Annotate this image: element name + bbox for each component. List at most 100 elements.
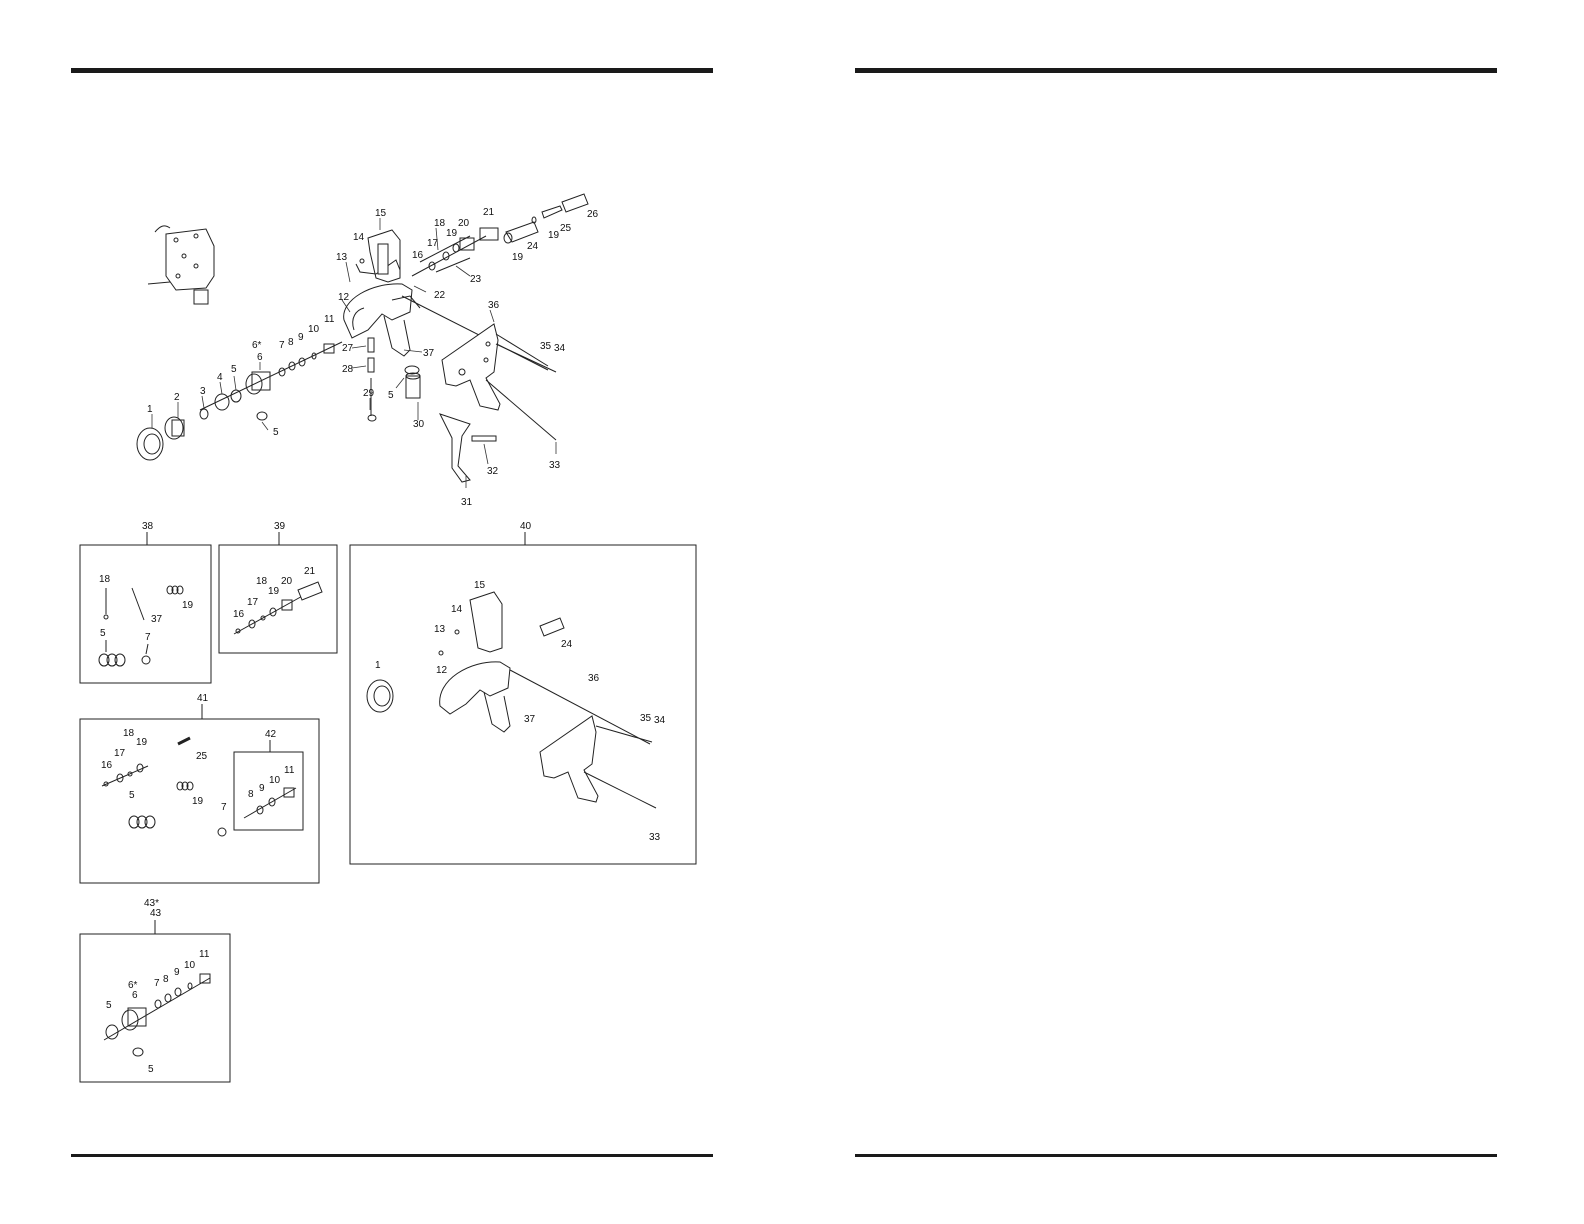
kit-39-callout-19: 19 [268,586,280,597]
callout-29: 29 [363,388,375,399]
kit-42-callout-10: 10 [269,775,281,786]
callout-4: 4 [217,372,223,383]
callout-32: 32 [487,466,499,477]
kit-41-callout-18: 18 [123,728,135,739]
kit-43: 43* 43 5 5 6* 6 7 8 9 10 11 [80,898,230,1082]
kit-41-callout-25: 25 [196,751,208,762]
kit-40-callout-33: 33 [649,832,661,843]
kit-43-title: 43 [150,908,162,919]
kit-41-callout-19a: 19 [136,737,148,748]
callout-24: 24 [527,241,539,252]
callout-35: 35 [540,341,552,352]
kit-40-callout-24: 24 [561,639,573,650]
kit-42-callout-9: 9 [259,783,265,794]
callout-14: 14 [353,232,365,243]
kit-41-callout-19b: 19 [192,796,204,807]
callout-21: 21 [483,207,495,218]
kit-43-callout-11: 11 [199,949,210,960]
callout-36: 36 [488,300,500,311]
callout-28: 28 [342,364,354,375]
kit-40-title: 40 [520,521,532,532]
kit-40-callout-35: 35 [640,713,652,724]
kit-38-callout-5: 5 [100,628,106,639]
callout-37: 37 [423,348,435,359]
kit-40-callout-34: 34 [654,715,666,726]
kit-38-callout-7: 7 [145,632,151,643]
kit-40-callout-14: 14 [451,604,463,615]
kit-41-callout-17: 17 [114,748,126,759]
callout-7: 7 [279,340,285,351]
callout-5a: 5 [231,364,237,375]
kit-39-callout-17: 17 [247,597,259,608]
kit-40: 40 1 12 13 14 15 24 33 34 35 36 37 [350,521,696,864]
handle-cover [440,324,556,482]
callout-33: 33 [549,460,561,471]
callout-5b: 5 [273,427,279,438]
kit-43-callout-5a: 5 [106,1000,112,1011]
callout-27: 27 [342,343,354,354]
kit-39-callout-18: 18 [256,576,268,587]
callout-11: 11 [324,314,335,325]
callout-25: 25 [560,223,572,234]
callout-20: 20 [458,218,470,229]
kit-39-callout-16: 16 [233,609,245,620]
callout-6-star: 6* [252,340,262,351]
kit-41-callout-7: 7 [221,802,227,813]
kit-39-title: 39 [274,521,286,532]
callout-6: 6 [257,352,263,363]
kit-43-callout-6: 6 [132,990,138,1001]
inset-gun-sketch [148,226,214,304]
callout-9: 9 [298,332,304,343]
kit-38: 38 18 19 37 5 7 [80,521,211,683]
kit-38-callout-19: 19 [182,600,194,611]
kit-42-callout-8: 8 [248,789,254,800]
air-cap-parts [137,342,342,460]
kit-40-callout-12: 12 [436,665,448,676]
callout-34: 34 [554,343,566,354]
callout-12: 12 [338,292,350,303]
kit-43-callout-8: 8 [163,974,169,985]
kit-43-callout-5b: 5 [148,1064,154,1075]
kit-42-title: 42 [265,729,277,740]
callout-16: 16 [412,250,424,261]
kit-41-callout-5: 5 [129,790,135,801]
kit-38-title: 38 [142,521,154,532]
callout-23: 23 [470,274,482,285]
kit-40-callout-36: 36 [588,673,600,684]
kit-38-callout-37: 37 [151,614,163,625]
callout-8: 8 [288,337,294,348]
callout-5c: 5 [388,390,394,401]
callout-31: 31 [461,497,473,508]
kit-43-callout-7: 7 [154,978,160,989]
callout-26: 26 [587,209,599,220]
callout-19c: 19 [548,230,560,241]
callout-10: 10 [308,324,320,335]
callout-1: 1 [147,404,153,415]
callout-15: 15 [375,208,387,219]
kit-41: 41 16 17 18 19 19 25 5 7 [80,693,319,883]
kit-42: 42 8 9 10 11 [234,729,303,830]
kit-39-callout-20: 20 [281,576,293,587]
kit-40-callout-13: 13 [434,624,446,635]
kit-42-callout-11: 11 [284,765,295,776]
callout-18: 18 [434,218,446,229]
kit-41-callout-16: 16 [101,760,113,771]
kit-40-callout-37: 37 [524,714,536,725]
callout-13: 13 [336,252,348,263]
kit-41-title: 41 [197,693,209,704]
kit-39: 39 16 17 18 19 20 21 [219,521,337,653]
callout-2: 2 [174,392,180,403]
callout-19a: 19 [446,228,458,239]
callout-17: 17 [427,238,439,249]
callout-22: 22 [434,290,446,301]
kit-43-callout-10: 10 [184,960,196,971]
kit-40-callout-1: 1 [375,660,381,671]
callout-19b: 19 [512,252,524,263]
kit-43-callout-9: 9 [174,967,180,978]
kit-39-callout-21: 21 [304,566,316,577]
callout-3: 3 [200,386,206,397]
kit-38-callout-18: 18 [99,574,111,585]
kit-40-callout-15: 15 [474,580,486,591]
callout-30: 30 [413,419,425,430]
